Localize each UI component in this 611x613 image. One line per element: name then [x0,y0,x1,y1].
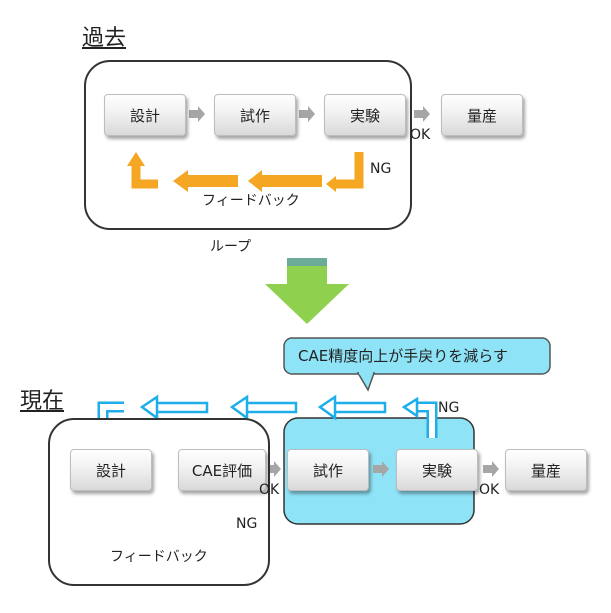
past-step-experiment: 実験 [324,94,406,136]
past-step-design: 設計 [104,94,186,136]
past-step-arrow-1 [189,106,205,122]
past-feedback-arrow-1-line [188,175,238,187]
present-ng-return-head [401,396,419,419]
present-step-prototype: 試作 [287,449,369,491]
past-feedback-arrow-2-line [262,175,322,187]
present-step-cae: CAE評価 [178,449,266,491]
present-step-arrow-4 [483,461,499,477]
transition-down-arrow [265,258,349,324]
present-rework-arrow-2-head [229,394,249,421]
past-ng-return-arrow-line [334,152,364,189]
present-heading: 現在 [20,389,65,414]
present-rework-arrow-3-line [332,401,387,414]
present-loop-frame [48,418,270,586]
present-ng-label-2: NG [236,516,258,532]
past-step-arrow-2 [299,106,315,122]
past-ng-return-arrow-head [326,176,336,192]
past-step-arrow-3 [414,106,430,122]
present-rework-arrow-1-line [154,401,209,414]
past-ng-label: NG [370,161,392,177]
callout-bubble [283,337,551,375]
present-feedback-label: フィードバック [110,549,208,565]
callout-text: CAE精度向上が手戻りを減らす [298,347,508,365]
past-feedback-arrow-1-head [173,170,188,192]
transition-arrow-cap [287,258,327,266]
present-rework-arrow-3-head [317,394,337,421]
past-step-prototype: 試作 [214,94,296,136]
past-loop-label: ループ [210,239,252,255]
present-step-arrow-3 [373,461,389,477]
present-ok-label-2: OK [479,482,500,498]
past-ok-label: OK [410,127,431,143]
present-ng-return-fill [415,404,435,438]
present-step-mass-production: 量産 [505,449,587,491]
present-ok-label-1: OK [259,482,280,498]
past-feedback-label: フィードバック [202,193,300,209]
past-feedback-up-arrow-head [127,152,145,166]
present-ng-label-1: NG [438,400,460,416]
present-rework-arrow-1-head [139,394,159,421]
present-rework-arrow-2-line [244,401,298,414]
past-feedback-up-arrow-line [131,165,158,189]
past-feedback-arrow-2-head [248,170,262,192]
past-loop-frame [84,60,412,230]
callout-pointer [356,372,376,392]
past-heading: 過去 [82,26,127,51]
past-step-mass-production: 量産 [441,94,523,136]
present-step-experiment: 実験 [396,449,478,491]
present-step-design: 設計 [70,449,152,491]
